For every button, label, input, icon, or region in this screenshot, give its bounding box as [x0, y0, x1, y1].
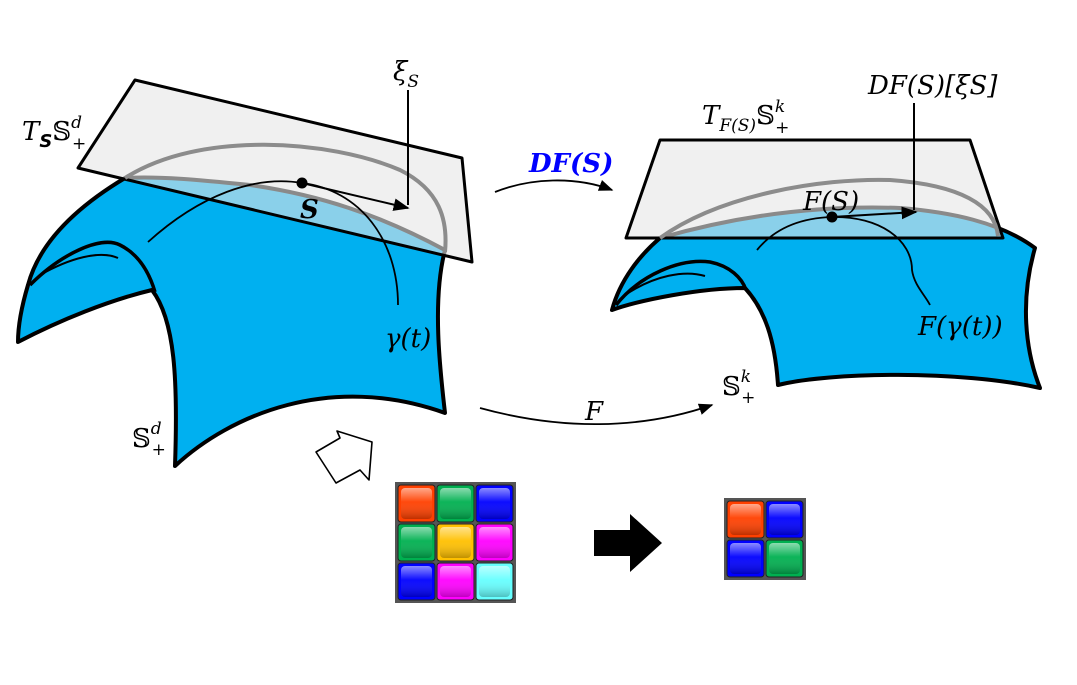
label-left-manifold: 𝕊d+ [132, 419, 166, 460]
left-manifold-fold [28, 240, 157, 293]
matrix-cell [436, 484, 475, 523]
matrix-cell [397, 484, 436, 523]
matrix-cell [765, 539, 804, 578]
right-tangent-vector [831, 206, 918, 220]
label-differential: DF(S) [528, 149, 613, 179]
matrix-cell [475, 484, 514, 523]
right-manifold-fold [614, 259, 748, 307]
matrix-cell [475, 562, 514, 601]
matrix-cell [436, 523, 475, 562]
left-manifold-ridge [123, 142, 448, 253]
label-left-tangent-plane: TS𝕊d+ [22, 113, 86, 154]
matrix-cell [475, 523, 514, 562]
hollow-down-arrow [315, 430, 373, 484]
matrix-cell [726, 539, 765, 578]
matrix-small [724, 498, 806, 580]
matrix-cell [436, 562, 475, 601]
solid-right-arrow [594, 514, 662, 572]
matrix-cell [397, 523, 436, 562]
label-f-gamma: F(γ(t)) [917, 312, 1003, 342]
matrix-cell [765, 500, 804, 539]
left-tangent-vector [301, 182, 410, 211]
map-arrow [479, 403, 714, 426]
label-right-dfxi: DF(S)[ξS] [867, 71, 998, 101]
label-point-fs: F(S) [802, 187, 859, 217]
differential-arrow [494, 179, 614, 193]
right-manifold-fold-inner [624, 272, 706, 296]
matrix-cell [397, 562, 436, 601]
matrix-cell [726, 500, 765, 539]
label-gamma: γ(t) [385, 324, 431, 354]
right-curve-f-gamma [756, 216, 931, 306]
label-map-f: F [584, 397, 604, 427]
label-left-xi: ξS [393, 57, 419, 92]
left-manifold-fold-inner [39, 253, 119, 276]
label-point-s: S [300, 195, 319, 225]
label-right-manifold: 𝕊k+ [722, 367, 755, 408]
right-manifold-ridge [658, 177, 1000, 240]
label-right-tangent-plane: TF(S)𝕊k+ [702, 97, 789, 138]
left-tangent-plane [76, 78, 474, 264]
matrix-large [395, 482, 516, 603]
